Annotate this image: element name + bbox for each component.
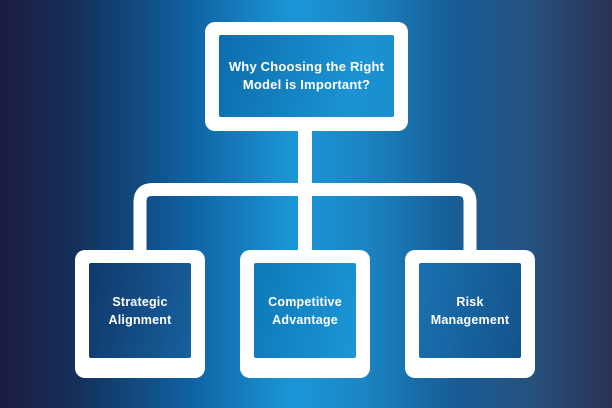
child-node-risk-management: Risk Management xyxy=(405,250,535,378)
child-node-label: Strategic Alignment xyxy=(89,263,191,358)
child-node-competitive-advantage: Competitive Advantage xyxy=(240,250,370,378)
root-node-label: Why Choosing the Right Model is Importan… xyxy=(219,35,394,117)
connector-bracket-line xyxy=(133,183,477,254)
child-node-label: Competitive Advantage xyxy=(254,263,356,358)
root-node: Why Choosing the Right Model is Importan… xyxy=(205,22,408,131)
child-node-strategic-alignment: Strategic Alignment xyxy=(75,250,205,378)
child-node-label: Risk Management xyxy=(419,263,521,358)
